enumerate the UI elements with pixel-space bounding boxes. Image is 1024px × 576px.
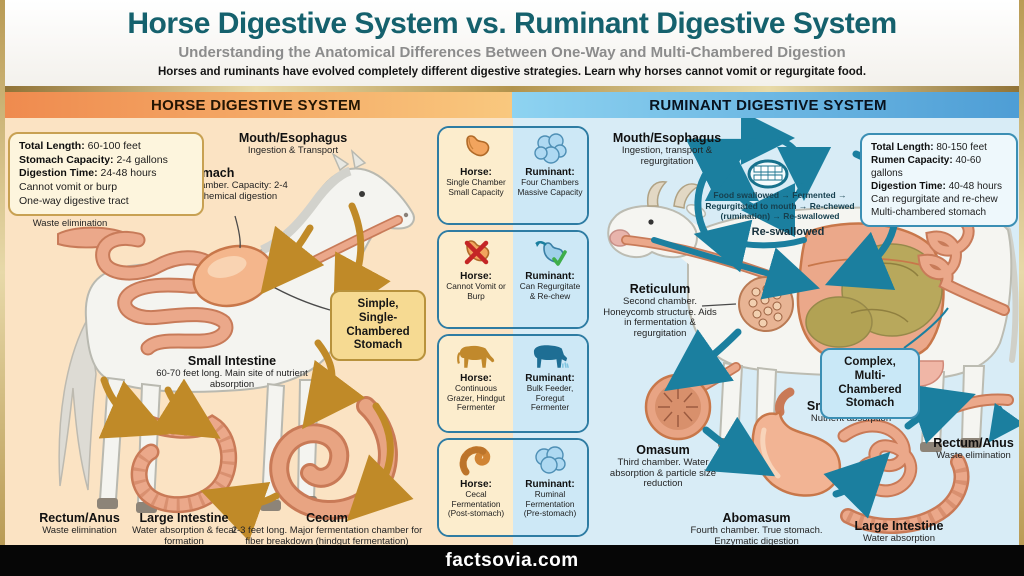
section-headers: HORSE DIGESTIVE SYSTEM RUMINANT DIGESTIV… [0, 92, 1024, 118]
comparison-column: Horse: Single Chamber Small Capacity Rum… [430, 118, 596, 545]
ruminant-half: Ruminant: Can Regurgitate & Re-chew [513, 232, 587, 327]
horse-silhouette-icon [457, 345, 495, 368]
rumen-icon [535, 446, 566, 474]
mouth-esophagus-label: Mouth/Esophagus Ingestion, transport & r… [612, 131, 722, 167]
reticulum-label: Reticulum Second chamber. Honeycomb stru… [603, 282, 717, 339]
comparison-card-fermentation: Horse: Cecal Fermentation (Post-stomach)… [437, 438, 589, 537]
rectum-anus-bottom-label: Rectum/Anus Waste elimination [39, 511, 120, 536]
cow-silhouette-icon [533, 345, 569, 368]
abomasum-label: Abomasum Fourth chamber. True stomach. E… [690, 511, 823, 547]
ruminant-half: Ruminant: Ruminal Fermentation (Pre-stom… [513, 440, 587, 535]
page-tagline: Horses and ruminants have evolved comple… [157, 66, 867, 78]
info-row: Total Length: 80-150 feet [871, 142, 987, 153]
info-row: Cannot vomit or burp [19, 180, 118, 193]
comparison-card-stomach-capacity: Horse: Single Chamber Small Capacity Rum… [437, 126, 589, 225]
ruminant-half: Ruminant: Bulk Feeder, Foregut Fermenter [513, 336, 587, 431]
cow-small-intestine-shape [837, 419, 918, 498]
reticulum-shape [738, 276, 794, 332]
horse-half: Horse: Single Chamber Small Capacity [439, 128, 513, 223]
info-row: Multi-chambered stomach [871, 207, 987, 218]
stomach-rechew-icon [535, 241, 567, 266]
horse-tail [58, 315, 97, 491]
page-header: Horse Digestive System vs. Ruminant Dige… [0, 0, 1024, 86]
single-stomach-icon [466, 135, 490, 157]
horse-panel: Total Length: 60-100 feet Stomach Capaci… [0, 118, 430, 547]
info-row: Digestion Time: 40-48 hours [871, 181, 1002, 192]
stomach-no-vomit-icon [464, 240, 490, 265]
info-row: One-way digestive tract [19, 194, 129, 207]
simple-stomach-callout: Simple, Single-Chambered Stomach [330, 290, 426, 362]
comparison-card-feeding: Horse: Continuous Grazer, Hindgut Fermen… [437, 334, 589, 433]
small-intestine-label: Small Intestine 60-70 feet long. Main si… [156, 354, 308, 390]
page-title: Horse Digestive System vs. Ruminant Dige… [127, 7, 897, 40]
rumination-cycle [651, 118, 899, 300]
cecum-label: Cecum 2-3 feet long. Major fermentation … [231, 511, 423, 547]
ruminant-section-header: RUMINANT DIGESTIVE SYSTEM [512, 92, 1024, 118]
horse-half: Horse: Cannot Vomit or Burp [439, 232, 513, 327]
gold-frame-left [0, 0, 5, 545]
info-row: Total Length: 60-100 feet [19, 140, 141, 152]
ruminant-half: Ruminant: Four Chambers Massive Capacity [513, 128, 587, 223]
comparison-card-vomit: Horse: Cannot Vomit or Burp Ruminant: Ca… [437, 230, 589, 329]
rumination-cycle-text: Food swallowed → Fermented → Regurgitate… [705, 190, 855, 222]
rear-intestine-coil [917, 210, 1010, 316]
cow-illustration [607, 118, 1024, 534]
rumen-shape [796, 222, 945, 366]
complex-stomach-callout: Complex, Multi-Chambered Stomach [820, 348, 920, 420]
horse-stomach-shape [192, 244, 274, 308]
gold-divider [0, 86, 1024, 92]
cow-large-intestine-shape [840, 454, 970, 534]
page-subtitle: Understanding the Anatomical Differences… [178, 44, 846, 61]
cecum-icon [459, 446, 491, 476]
ruminant-info-box: Total Length: 80-150 feet Rumen Capacity… [860, 133, 1018, 227]
horse-section-header: HORSE DIGESTIVE SYSTEM [0, 92, 512, 118]
mouth-icon [747, 159, 789, 189]
gold-frame-right [1019, 0, 1024, 545]
horse-flow-arrows [98, 202, 414, 542]
ruminant-panel: Mouth/Esophagus Ingestion, transport & r… [596, 118, 1024, 547]
horse-half: Horse: Continuous Grazer, Hindgut Fermen… [439, 336, 513, 431]
cow-flow-arrows [664, 328, 1024, 519]
info-row: Stomach Capacity: 2-4 gallons [19, 153, 168, 166]
four-chambers-icon [534, 133, 567, 164]
mouth-esophagus-label: Mouth/Esophagus Ingestion & Transport [238, 131, 348, 156]
horse-large-intestine-shape [129, 409, 238, 514]
footer-bar: factsovia.com [0, 545, 1024, 576]
horse-info-box: Total Length: 60-100 feet Stomach Capaci… [8, 132, 204, 217]
info-row: Rumen Capacity: 40-60 gallons [871, 155, 982, 179]
horse-half: Horse: Cecal Fermentation (Post-stomach) [439, 440, 513, 535]
re-swallowed-label: Re-swallowed [751, 226, 825, 238]
large-intestine-label: Large Intestine Water absorption [854, 519, 944, 544]
rectum-anus-label: Rectum/Anus Waste elimination [933, 436, 1014, 461]
info-row: Digestion Time: 24-48 hours [19, 167, 157, 180]
footer-site-text: factsovia.com [445, 549, 579, 571]
omasum-label: Omasum Third chamber. Water absorption &… [609, 443, 717, 490]
info-row: Can regurgitate and re-chew [871, 194, 998, 205]
content-area: Total Length: 60-100 feet Stomach Capaci… [0, 0, 1024, 547]
